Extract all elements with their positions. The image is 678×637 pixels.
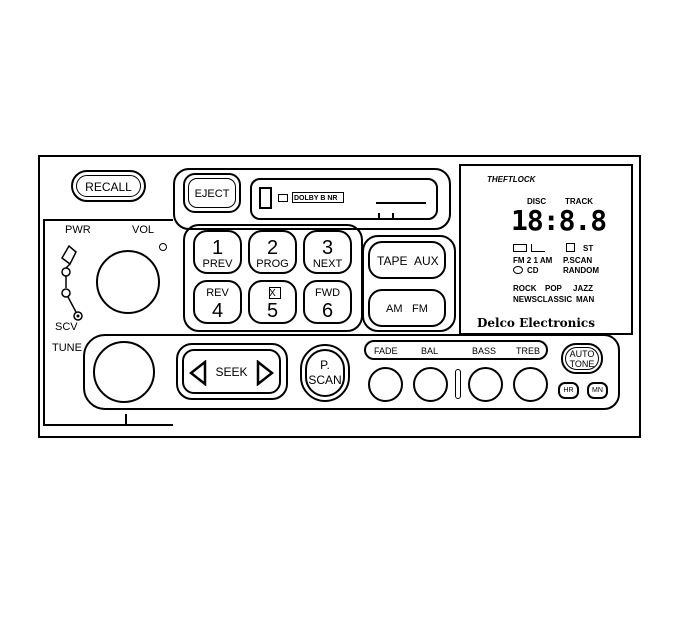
rock-label: ROCK xyxy=(513,284,537,293)
vol-label: VOL xyxy=(132,224,155,236)
random-label: RANDOM xyxy=(563,266,599,275)
tape-aux-button[interactable]: TAPE AUX xyxy=(368,241,446,279)
preset-4-button[interactable]: REV 4 xyxy=(193,280,242,324)
scv-switch-icon xyxy=(61,244,83,321)
jazz-label: JAZZ xyxy=(573,284,593,293)
left-panel-bottom-edge xyxy=(43,424,127,426)
bottom-control-strip xyxy=(83,334,620,410)
pscan-button-outer xyxy=(300,344,350,402)
left-panel-step xyxy=(125,414,127,426)
seek-left-arrow-icon[interactable] xyxy=(189,360,207,386)
pscan-button[interactable]: P. SCAN xyxy=(305,349,345,397)
theftlock-label: THEFTLOCK xyxy=(487,175,536,184)
eject-label: EJECT xyxy=(194,188,230,200)
preset-6-button[interactable]: FWD 6 xyxy=(303,280,352,324)
dolby-box xyxy=(292,192,344,203)
bass-label: BASS xyxy=(472,346,497,356)
preset-5-button[interactable]: X 5 xyxy=(248,280,297,324)
bass-knob[interactable] xyxy=(468,367,503,402)
aux-label: AUX xyxy=(414,254,439,268)
mute-icon-box xyxy=(269,287,281,299)
dolby-label: DOLBY B NR xyxy=(294,195,338,202)
seek-button-outer xyxy=(176,343,288,400)
man-label: MAN xyxy=(576,295,595,304)
classic-label: CLASSIC xyxy=(537,295,573,304)
recall-button[interactable]: RECALL xyxy=(71,170,146,202)
knob-divider xyxy=(455,369,461,399)
tape-slot-line xyxy=(376,202,426,204)
preset-2-button[interactable]: 2 PROG xyxy=(248,230,297,274)
cassette-slot xyxy=(250,178,438,220)
hr-button[interactable]: HR xyxy=(558,382,579,399)
tape-icon xyxy=(513,244,527,252)
tape-label: TAPE xyxy=(377,254,408,268)
track-label: TRACK xyxy=(565,197,593,206)
volume-knob[interactable] xyxy=(96,250,160,314)
st-label: ST xyxy=(583,244,594,253)
treb-label: TREB xyxy=(516,346,541,356)
seven-segment-digits: 18:8.8 xyxy=(511,204,607,237)
am-label: AM xyxy=(386,303,403,315)
tape-indicator xyxy=(259,187,272,209)
preset-3-button[interactable]: 3 NEXT xyxy=(303,230,352,274)
mn-button[interactable]: MN xyxy=(587,382,608,399)
delco-brand-logo: Delco Electronics xyxy=(477,316,595,330)
indicator-led xyxy=(159,243,167,251)
pwr-label: PWR xyxy=(65,224,91,236)
recall-label: RECALL xyxy=(85,180,132,194)
dolby-display-icon xyxy=(531,244,545,252)
tune-knob[interactable] xyxy=(93,341,155,403)
news-label: NEWS xyxy=(513,295,537,304)
fm-label: FM xyxy=(412,303,428,315)
seek-button[interactable]: SEEK xyxy=(182,349,281,394)
x-icon xyxy=(566,243,575,252)
preset-1-button[interactable]: 1 PREV xyxy=(193,230,242,274)
seek-label: SEEK xyxy=(215,365,248,379)
seek-right-arrow-icon[interactable] xyxy=(256,360,274,386)
fm21am-label: FM 2 1 AM xyxy=(513,256,553,265)
treb-knob[interactable] xyxy=(513,367,548,402)
am-fm-button[interactable]: AM FM xyxy=(368,289,446,327)
cassette-housing xyxy=(173,168,451,230)
cd-label: CD xyxy=(527,266,539,275)
scv-label: SCV xyxy=(55,321,78,333)
bal-knob[interactable] xyxy=(413,367,448,402)
dolby-icon xyxy=(278,194,288,202)
fade-knob[interactable] xyxy=(368,367,403,402)
bal-label: BAL xyxy=(421,346,439,356)
disc-label: DISC xyxy=(527,197,547,206)
eject-button[interactable]: EJECT xyxy=(183,173,241,213)
lcd-display: THEFTLOCK DISC TRACK 18:8.8 ST FM 2 1 AM… xyxy=(459,164,633,335)
pscan-label: P.SCAN xyxy=(563,256,593,265)
fade-label: FADE xyxy=(374,346,398,356)
cd-icon xyxy=(513,266,523,274)
band-cluster xyxy=(362,235,456,332)
auto-tone-button[interactable]: AUTO TONE xyxy=(561,343,603,374)
tune-label: TUNE xyxy=(52,342,82,354)
tone-label-bar xyxy=(364,340,548,360)
tape-slot-stub xyxy=(378,213,394,220)
pop-label: POP xyxy=(545,284,562,293)
